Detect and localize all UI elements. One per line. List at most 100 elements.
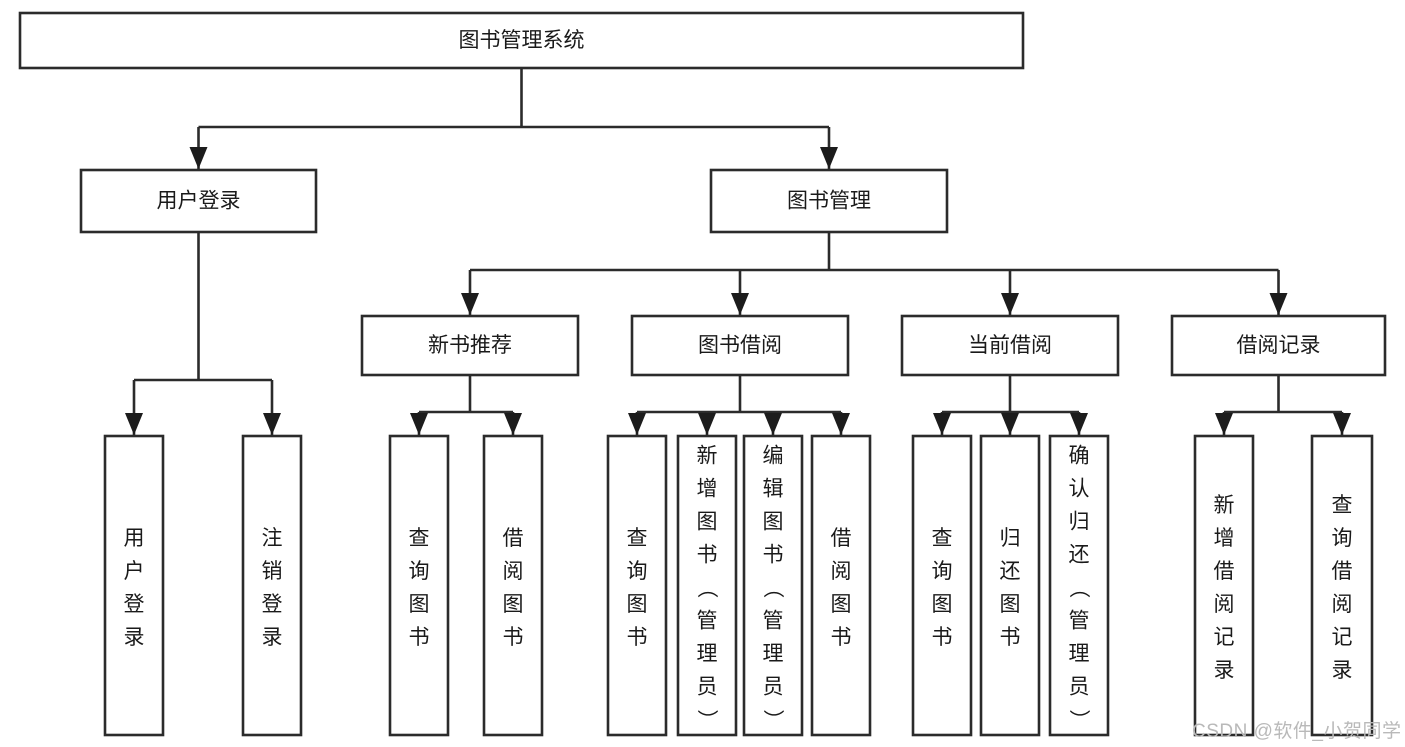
node-label-char: 图	[627, 593, 648, 616]
node-box[interactable]	[979, 434, 1041, 737]
node-label-char: 理	[697, 643, 718, 666]
node-label-char: 借	[831, 527, 852, 550]
arrow-to-user-login	[189, 147, 208, 169]
node-label-char: 增	[697, 478, 718, 501]
node-label-char: （	[761, 577, 784, 598]
node-label-char: 借	[1332, 560, 1353, 583]
node-box[interactable]	[630, 314, 850, 377]
node-box[interactable]	[79, 168, 318, 234]
node-label-char: 理	[763, 643, 784, 666]
node-box[interactable]	[911, 434, 973, 737]
node-label-char: 图	[503, 593, 524, 616]
node-book-borrow[interactable]: 图书借阅	[630, 314, 850, 377]
node-label-char: 书	[503, 626, 524, 649]
node-label: 图书管理系统	[459, 29, 585, 52]
node-new-book-recommend[interactable]: 新书推荐	[360, 314, 580, 377]
node-label-char: 录	[262, 626, 283, 649]
node-label-char: ）	[761, 709, 784, 730]
node-label-char: 图	[697, 511, 718, 534]
node-box[interactable]	[241, 434, 303, 737]
arrow-to-leaf-user-login	[125, 413, 143, 435]
node-label-char: 管	[1069, 610, 1090, 633]
node-label-char: 图	[932, 593, 953, 616]
node-root[interactable]: 图书管理系统	[18, 11, 1025, 70]
node-box[interactable]	[1310, 434, 1374, 737]
node-label-char: 理	[1069, 643, 1090, 666]
node-box[interactable]	[1193, 434, 1255, 737]
node-box[interactable]	[388, 434, 450, 737]
node-label-char: 用	[124, 527, 145, 550]
node-label: 图书借阅	[698, 334, 782, 357]
node-label-char: 阅	[831, 560, 852, 583]
node-label-char: 询	[1332, 527, 1353, 550]
node-label-char: （	[695, 577, 718, 598]
node-label: 当前借阅	[968, 334, 1052, 357]
node-box[interactable]	[810, 434, 872, 737]
node-label-char: 图	[1000, 593, 1021, 616]
arrow-to-borrow-record	[1269, 293, 1288, 315]
arrow-to-leaf-query-book-2	[628, 413, 646, 435]
node-label-char: 询	[409, 560, 430, 583]
node-box[interactable]	[18, 11, 1025, 70]
node-box[interactable]	[360, 314, 580, 377]
node-label-char: 管	[697, 610, 718, 633]
arrow-to-leaf-add-book	[698, 413, 716, 435]
node-label-char: 登	[262, 593, 283, 616]
arrow-to-leaf-query-record	[1333, 413, 1351, 435]
node-label-char: （	[1067, 577, 1090, 598]
node-box[interactable]	[103, 434, 165, 737]
node-label-char: 还	[1069, 544, 1090, 567]
node-label-char: 认	[1069, 478, 1090, 501]
node-box[interactable]	[1170, 314, 1387, 377]
node-borrow-record[interactable]: 借阅记录	[1170, 314, 1387, 377]
node-book-manage[interactable]: 图书管理	[709, 168, 949, 234]
node-label: 用户登录	[157, 190, 241, 213]
node-box[interactable]	[709, 168, 949, 234]
node-label-char: 注	[262, 527, 283, 550]
node-label-char: 增	[1214, 527, 1235, 550]
arrow-to-leaf-edit-book	[764, 413, 782, 435]
node-label-char: 查	[409, 527, 430, 550]
node-label-char: 记	[1332, 626, 1353, 649]
node-label: 图书管理	[787, 190, 871, 213]
node-label-char: 员	[763, 676, 784, 699]
node-box[interactable]	[482, 434, 544, 737]
node-label-char: 记	[1214, 626, 1235, 649]
node-label-char: 借	[503, 527, 524, 550]
node-box[interactable]	[742, 434, 804, 737]
node-box[interactable]	[676, 434, 738, 737]
node-user-login[interactable]: 用户登录	[79, 168, 318, 234]
arrow-to-book-manage	[820, 147, 838, 169]
node-label: 借阅记录	[1237, 334, 1321, 357]
arrow-to-leaf-confirm-return	[1070, 413, 1088, 435]
node-current-borrow[interactable]: 当前借阅	[900, 314, 1120, 377]
node-label-char: 归	[1000, 527, 1021, 550]
node-label-char: 阅	[503, 560, 524, 583]
node-box[interactable]	[900, 314, 1120, 377]
connectors-layer	[125, 68, 1351, 435]
node-leaf-user-login[interactable]: 用户登录	[103, 434, 165, 737]
node-label-char: 录	[1332, 659, 1353, 682]
node-box[interactable]	[1048, 434, 1110, 737]
arrow-to-leaf-add-record	[1215, 413, 1233, 435]
node-box[interactable]	[606, 434, 668, 737]
node-label-char: 书	[831, 626, 852, 649]
arrow-to-leaf-query-book-3	[933, 413, 951, 435]
node-label-char: 员	[1069, 676, 1090, 699]
node-label-char: 管	[763, 610, 784, 633]
node-label: 新书推荐	[428, 334, 512, 357]
node-label-char: 新	[1214, 494, 1235, 517]
